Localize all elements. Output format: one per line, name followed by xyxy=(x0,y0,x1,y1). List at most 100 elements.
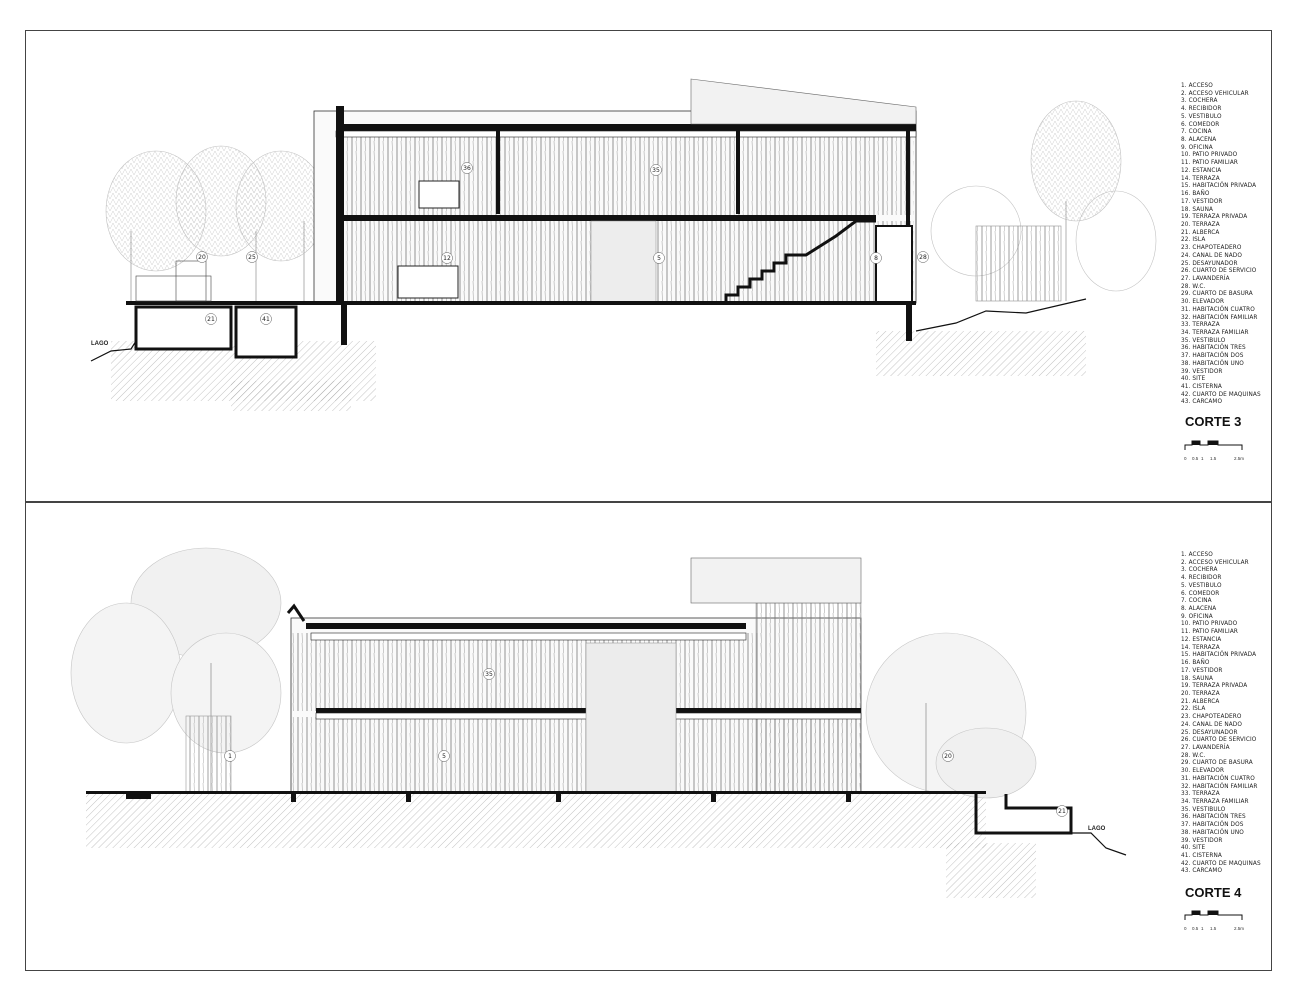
room-marker xyxy=(1056,805,1068,817)
legend-item: 42. CUARTO DE MAQUINAS xyxy=(1181,858,1261,867)
legend-item: 1. ACCESO xyxy=(1181,550,1213,558)
legend-item: 16. BAÑO xyxy=(1181,658,1210,667)
legend-item: 27. LAVANDERÍA xyxy=(1181,742,1230,751)
section-drawing-corte-3: 36 35 12 5 8 28 20 25 21 41 LAGO xyxy=(90,78,1157,411)
scale-bar: 0 0.5 1 1.5 2.5m xyxy=(1184,438,1245,461)
legend-item: 24. CANAL DE NADO xyxy=(1181,250,1242,259)
room-number: 12 xyxy=(443,255,451,262)
lago-label: LAGO xyxy=(91,341,109,347)
legend-item: 9. OFICINA xyxy=(1181,611,1213,620)
legend-item: 1. ACCESO xyxy=(1181,81,1213,89)
legend-item: 10. PATIO PRIVADO xyxy=(1181,150,1238,159)
legend-item: 30. ELEVADOR xyxy=(1181,297,1225,306)
legend-item: 43. CARCAMO xyxy=(1181,397,1223,406)
legend-item: 6. COMEDOR xyxy=(1181,588,1220,597)
legend-item: 41. CISTERNA xyxy=(1181,382,1222,391)
legend-item: 36. HABITACIÓN TRES xyxy=(1181,343,1246,352)
room-labels-corte-3: 36 35 12 5 8 28 20 25 21 41 xyxy=(196,162,929,325)
section-title: CORTE 3 xyxy=(1185,414,1242,429)
scale-bar: 0 0.5 1 1.5 2.5m xyxy=(1184,908,1244,931)
room-marker xyxy=(650,164,662,176)
scale-label: 0.5 xyxy=(1192,456,1199,461)
legend-item: 12. ESTANCIA xyxy=(1181,634,1222,643)
room-number: 35 xyxy=(652,167,660,174)
legend-item: 19. TERRAZA PRIVADA xyxy=(1181,212,1248,221)
room-number: 28 xyxy=(919,254,927,261)
section-title: CORTE 4 xyxy=(1185,885,1242,900)
scale-label: 1.5 xyxy=(1210,456,1217,461)
legend-item: 29. CUARTO DE BASURA xyxy=(1181,758,1253,767)
scale-label: 0.5 xyxy=(1192,926,1199,931)
room-number: 5 xyxy=(657,255,661,262)
scale-label: 1.5 xyxy=(1210,926,1217,931)
legend-item: 26. CUARTO DE SERVICIO xyxy=(1181,735,1257,744)
legend-item: 33. TERRAZA xyxy=(1181,789,1220,798)
scale-label: 0 xyxy=(1184,456,1187,461)
room-number: 36 xyxy=(463,165,471,172)
legend-item: 34. TERRAZA FAMILIAR xyxy=(1181,328,1249,336)
legend-item: 32. HABITACIÓN FAMILIAR xyxy=(1181,781,1258,790)
legend-item: 38. HABITACIÓN UNO xyxy=(1181,827,1244,836)
legend-item: 20. TERRAZA xyxy=(1181,219,1220,228)
legend-item: 20. TERRAZA xyxy=(1181,688,1220,697)
legend-item: 14. TERRAZA xyxy=(1181,642,1220,651)
legend-item: 22. ISLA xyxy=(1181,235,1206,244)
legend-item: 23. CHAPOTEADERO xyxy=(1181,712,1242,721)
room-number: 20 xyxy=(944,753,952,760)
trees-right xyxy=(865,632,1037,799)
lago-label: LAGO xyxy=(1088,826,1106,832)
legend-item: 8. ALACENA xyxy=(1181,135,1217,144)
room-number: 21 xyxy=(207,316,215,323)
room-number: 20 xyxy=(198,254,206,261)
scale-label: 1 xyxy=(1201,456,1204,461)
legend-item: 4. RECIBIDOR xyxy=(1181,104,1222,113)
access-gate xyxy=(185,715,232,794)
legend-item: 42. CUARTO DE MAQUINAS xyxy=(1181,389,1261,398)
legend-item: 2. ACCESO VEHICULAR xyxy=(1181,557,1249,566)
room-number: 8 xyxy=(874,255,878,262)
scale-label: 1 xyxy=(1201,926,1204,931)
legend-item: 19. TERRAZA PRIVADA xyxy=(1181,681,1248,690)
room-marker xyxy=(224,750,236,762)
room-marker xyxy=(917,251,929,263)
legend-item: 10. PATIO PRIVADO xyxy=(1181,619,1238,628)
legend-item: 40. SITE xyxy=(1181,843,1206,852)
legend-item: 15. HABITACIÓN PRIVADA xyxy=(1181,650,1257,659)
room-number: 21 xyxy=(1058,808,1066,815)
legend-item: 11. PATIO FAMILIAR xyxy=(1181,158,1238,167)
trees-left xyxy=(70,547,282,794)
legend-item: 5. VESTIBULO xyxy=(1181,111,1222,120)
legend-item: 43. CARCAMO xyxy=(1181,866,1223,875)
room-number: 25 xyxy=(248,254,256,261)
legend-item: 3. COCHERA xyxy=(1181,96,1218,105)
room-number: 41 xyxy=(262,316,270,323)
scale-label: 0 xyxy=(1184,926,1187,931)
legend-item: 30. ELEVADOR xyxy=(1181,766,1225,775)
legend-item: 38. HABITACIÓN UNO xyxy=(1181,358,1244,367)
room-marker xyxy=(483,668,495,680)
legend-item: 17. VESTIDOR xyxy=(1181,196,1223,205)
legend-item: 7. COCINA xyxy=(1181,596,1212,605)
legend-item: 31. HABITACIÓN CUATRO xyxy=(1181,773,1255,782)
room-marker xyxy=(441,252,453,264)
legend-item: 25. DESAYUNADOR xyxy=(1181,727,1238,736)
room-marker xyxy=(196,251,208,263)
legend-item: 28. W.C. xyxy=(1181,281,1206,290)
legend-item: 33. TERRAZA xyxy=(1181,320,1220,329)
legend-item: 6. COMEDOR xyxy=(1181,119,1220,128)
scale-label: 2.5m xyxy=(1234,456,1245,461)
ground-hatch xyxy=(86,793,986,848)
legend-item: 11. PATIO FAMILIAR xyxy=(1181,627,1238,636)
legend-item: 18. SAUNA xyxy=(1181,204,1214,213)
legend-item: 17. VESTIDOR xyxy=(1181,665,1223,674)
legend-item: 22. ISLA xyxy=(1181,704,1206,713)
legend-item: 31. HABITACIÓN CUATRO xyxy=(1181,304,1255,313)
legend-item: 12. ESTANCIA xyxy=(1181,165,1222,174)
legend-item: 26. CUARTO DE SERVICIO xyxy=(1181,266,1257,275)
room-marker xyxy=(438,750,450,762)
legend-item: 16. BAÑO xyxy=(1181,189,1210,198)
